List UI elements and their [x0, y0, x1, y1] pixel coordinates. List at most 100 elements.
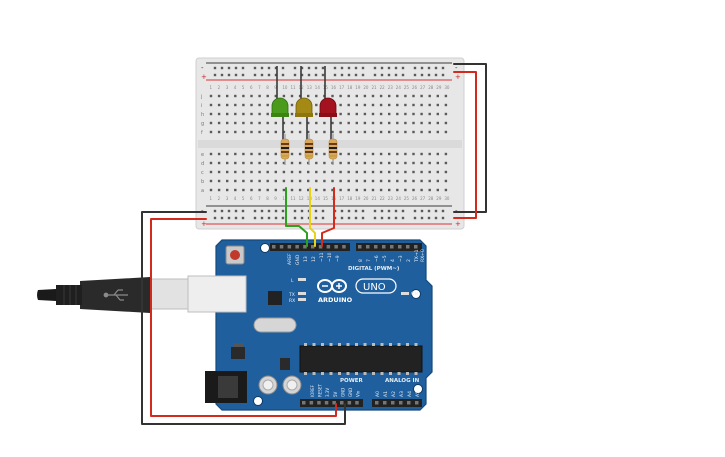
rail-hole — [300, 73, 304, 77]
breadboard-hole — [363, 170, 367, 174]
wire-yellow[interactable] — [309, 187, 316, 247]
wire-black-top-rail[interactable] — [453, 63, 487, 213]
rail-hole — [401, 209, 405, 213]
led-red[interactable] — [319, 97, 337, 117]
resistor-2[interactable] — [304, 134, 314, 165]
column-number: 28 — [428, 85, 434, 90]
breadboard-hole — [258, 161, 261, 165]
breadboard-hole — [444, 170, 448, 174]
pin-socket — [318, 245, 323, 249]
breadboard-hole — [371, 152, 375, 156]
breadboard-hole — [274, 188, 277, 192]
breadboard-hole — [323, 130, 326, 134]
breadboard-hole — [226, 94, 229, 98]
breadboard-hole — [347, 121, 350, 125]
chip-pin — [329, 372, 333, 375]
wire-red-signal[interactable] — [321, 187, 335, 247]
pin-socket — [332, 401, 336, 405]
breadboard-hole — [266, 170, 269, 174]
breadboard-hole — [298, 161, 302, 165]
breadboard-hole — [242, 170, 245, 174]
breadboard-hole — [226, 188, 229, 192]
column-number: 30 — [444, 85, 450, 90]
breadboard-hole — [428, 161, 431, 165]
digital-pin-label: 12 — [311, 256, 317, 262]
wire-red-5v[interactable] — [150, 218, 337, 417]
resistor-1[interactable] — [280, 134, 290, 165]
breadboard-hole — [298, 179, 302, 183]
breadboard-hole — [355, 112, 358, 116]
breadboard-hole — [379, 152, 383, 156]
rail-hole — [347, 66, 351, 70]
rail-hole — [293, 216, 297, 220]
digital-pin-label: TX→1 — [414, 249, 420, 263]
breadboard-hole — [242, 161, 245, 165]
power-label: POWER — [340, 378, 364, 384]
rail-hole — [213, 209, 217, 213]
column-number: 20 — [363, 196, 369, 201]
breadboard-hole — [379, 179, 383, 183]
power-header — [300, 399, 363, 407]
rail-hole — [267, 66, 271, 70]
pin-socket — [309, 401, 314, 405]
wire-green[interactable] — [285, 187, 308, 247]
row-letter-f: f — [201, 130, 203, 136]
breadboard-hole — [250, 112, 253, 116]
column-number: 25 — [404, 196, 410, 201]
rail-hole — [394, 73, 398, 77]
usb-cable[interactable] — [37, 275, 247, 313]
breadboard-hole — [444, 121, 448, 125]
breadboard-hole — [428, 152, 431, 156]
rail-plus-label-bottom-left: + — [201, 220, 207, 228]
breadboard-hole — [307, 94, 310, 98]
row-letter-e: e — [201, 152, 204, 158]
breadboard-hole — [282, 161, 286, 165]
breadboard-hole — [242, 179, 245, 183]
wire-red-top-rail[interactable] — [453, 71, 477, 219]
breadboard-hole — [217, 130, 221, 134]
breadboard-hole — [363, 121, 367, 125]
wire-black-gnd[interactable] — [141, 211, 346, 425]
row-letter-c: c — [201, 170, 204, 176]
breadboard-hole — [266, 121, 269, 125]
rail-hole — [413, 66, 417, 70]
power-pin-label: Vin — [356, 390, 361, 397]
usb-cable-end — [37, 289, 56, 301]
rail-hole — [373, 73, 377, 77]
breadboard-hole — [298, 170, 302, 174]
rail-hole — [340, 209, 344, 213]
breadboard-hole — [436, 188, 439, 192]
column-number: 17 — [339, 85, 345, 90]
column-number: 23 — [388, 196, 394, 201]
breadboard-hole — [226, 121, 229, 125]
rail-hole — [227, 209, 231, 213]
column-number: 22 — [380, 85, 386, 90]
rail-hole — [394, 209, 398, 213]
column-number: 8 — [266, 196, 269, 201]
breadboard-hole — [307, 121, 310, 125]
column-number: 13 — [307, 85, 313, 90]
rail-hole — [241, 73, 245, 77]
breadboard-hole — [331, 130, 334, 134]
rail-hole — [373, 216, 377, 220]
breadboard-hole — [355, 103, 358, 107]
pin-socket — [415, 401, 419, 405]
breadboard-hole — [379, 161, 383, 165]
column-number: 27 — [420, 85, 426, 90]
led-green[interactable] — [271, 97, 289, 117]
rail-hole — [300, 66, 304, 70]
pin-socket — [399, 401, 403, 405]
dc-power-jack[interactable] — [205, 371, 247, 403]
resistor-3[interactable] — [328, 134, 338, 165]
breadboard-hole — [242, 121, 245, 125]
digital-pin-label: RX←0 — [420, 249, 426, 262]
led-yellow[interactable] — [295, 97, 313, 117]
breadboard-hole — [290, 188, 294, 192]
breadboard-hole — [290, 94, 294, 98]
reset-button[interactable] — [225, 245, 245, 265]
column-number: 29 — [436, 85, 442, 90]
breadboard-hole — [250, 103, 253, 107]
rail-hole — [354, 209, 358, 213]
